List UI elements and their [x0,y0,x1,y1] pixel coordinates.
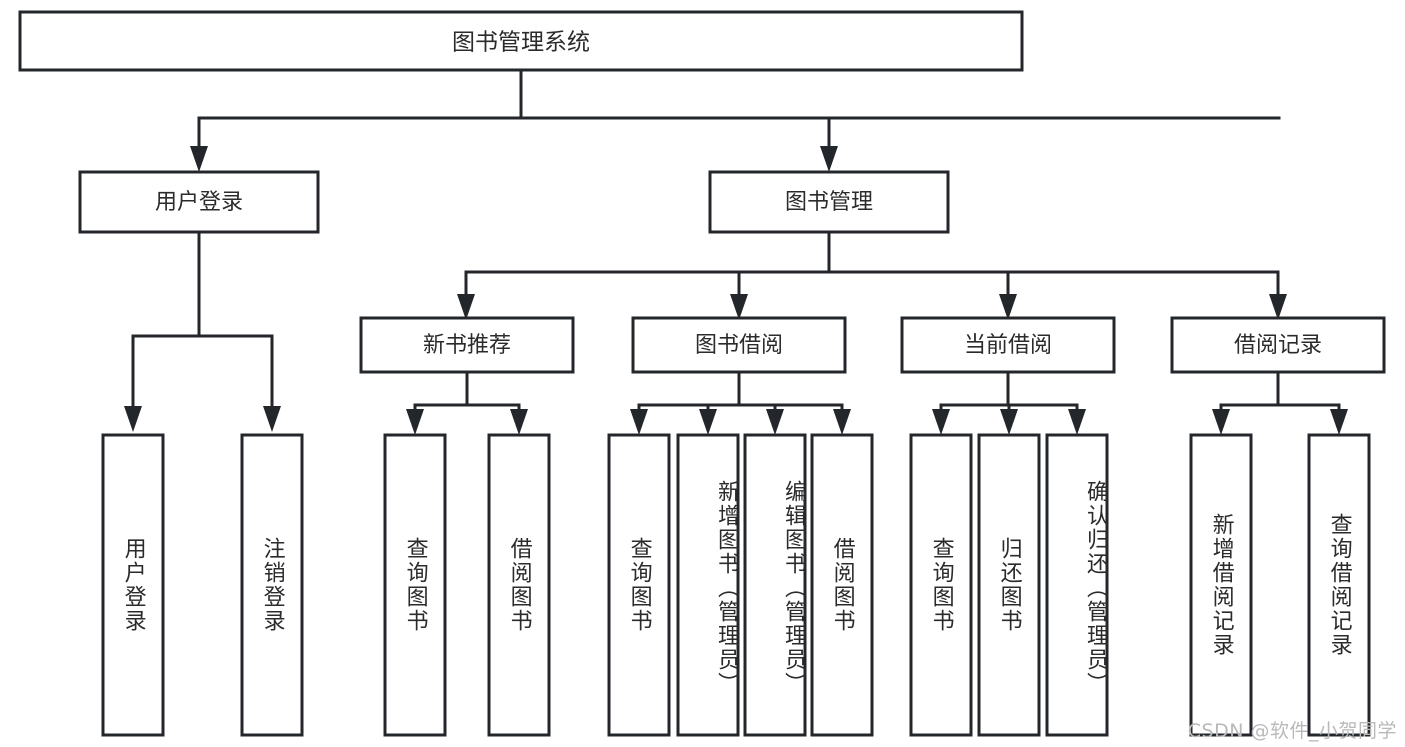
arrow-to-leaf-edit-book [766,409,784,435]
node-root[interactable]: 图书管理系统 [18,10,1024,72]
arrow-to-leaf-query-book-1 [406,409,424,435]
node-user-login-label: 用户登录 [155,190,243,215]
node-root-label: 图书管理系统 [452,30,590,56]
node-book-borrow-label: 图书借阅 [695,333,783,358]
node-new-book-recommend[interactable]: 新书推荐 [359,316,575,374]
arrow-to-book-management [820,146,838,172]
leaf-box-borrow-book-2[interactable] [810,433,874,737]
arrow-to-leaf-borrow-book-2 [833,409,851,435]
arrow-to-leaf-add-book [699,409,717,435]
arrow-to-leaf-borrow-book-1 [510,409,528,435]
connector-user-login-to-leaves [124,230,281,432]
connector-book-borrow-to-leaves [630,370,851,435]
node-borrow-record[interactable]: 借阅记录 [1170,316,1386,374]
leaf-box-edit-book[interactable] [743,433,807,737]
arrow-to-leaf-query-book-3 [932,409,950,435]
arrow-to-leaf-query-record [1330,409,1348,435]
arrow-to-user-login [190,146,208,172]
leaf-box-borrow-book-1[interactable] [487,433,551,737]
connector-new-book-recommend-to-leaves [406,370,528,435]
leaf-box-add-record[interactable] [1189,433,1253,737]
connector-book-management-to-level3 [457,230,1287,320]
arrow-to-borrow-record [1269,294,1287,320]
leaf-box-return-book[interactable] [977,433,1041,737]
node-user-login-box[interactable] [78,170,320,234]
node-user-login[interactable]: 用户登录 [78,170,320,234]
node-book-management[interactable]: 图书管理 [708,170,950,234]
connector-current-borrow-to-leaves [932,370,1086,435]
node-new-book-recommend-label: 新书推荐 [423,333,511,358]
leaf-box-query-book-2[interactable] [607,433,671,737]
node-book-borrow[interactable]: 图书借阅 [631,316,847,374]
leaf-box-add-book[interactable] [676,433,740,737]
node-current-borrow-box[interactable] [900,316,1116,374]
csdn-watermark: CSDN @软件_小贺同学 [1187,720,1397,742]
node-new-book-recommend-box[interactable] [359,316,575,374]
arrow-to-new-book-recommend [457,294,475,320]
leaf-box-query-record[interactable] [1307,433,1371,737]
connector-root-to-level2 [190,68,1281,172]
arrow-to-book-borrow [730,294,748,320]
node-borrow-record-label: 借阅记录 [1234,333,1322,358]
arrow-to-leaf-query-book-2 [630,409,648,435]
leaf-box-confirm-return[interactable] [1045,433,1109,737]
leaf-box-logout[interactable] [240,433,304,737]
node-root-box[interactable] [18,10,1024,72]
arrow-to-leaf-return-book [1000,409,1018,435]
arrow-to-leaf-add-record [1212,409,1230,435]
connector-borrow-record-to-leaves [1212,370,1348,435]
arrow-to-leaf-user-login [124,406,142,432]
node-current-borrow-label: 当前借阅 [964,333,1052,358]
arrow-to-current-borrow [999,294,1017,320]
leaf-box-query-book-3[interactable] [909,433,973,737]
arrow-to-leaf-confirm-return [1068,409,1086,435]
node-current-borrow[interactable]: 当前借阅 [900,316,1116,374]
leaf-box-user-login[interactable] [101,433,165,737]
arrow-to-leaf-logout [263,406,281,432]
node-book-management-label: 图书管理 [785,190,873,215]
leaf-box-query-book-1[interactable] [383,433,447,737]
